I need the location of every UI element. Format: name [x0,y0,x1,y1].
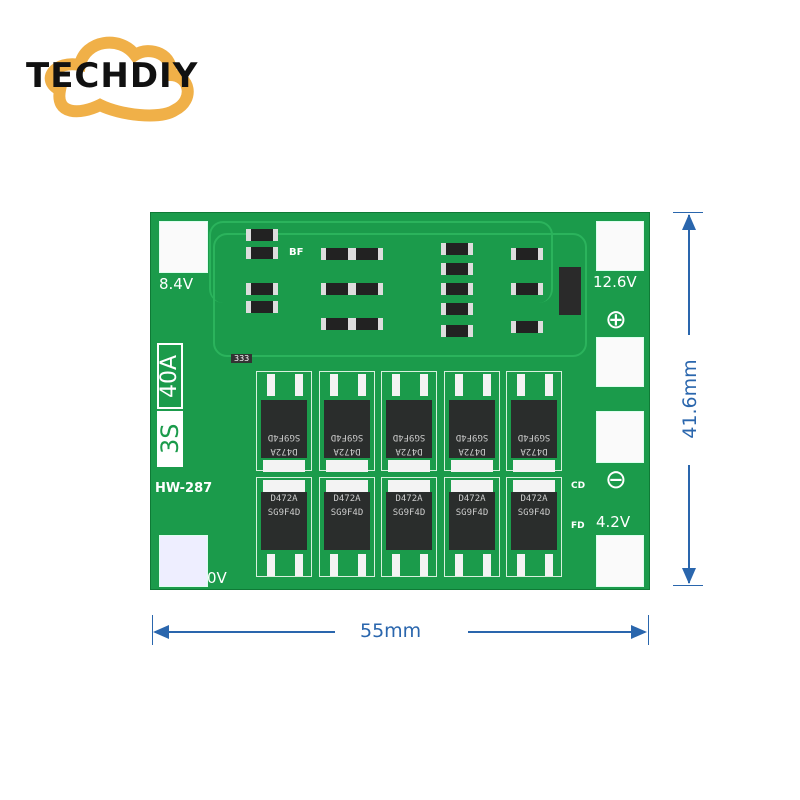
mosfet: D472A SG9F4D [444,371,500,472]
arrow-left-icon [153,625,169,639]
mosfet: D472A SG9F4D [256,477,312,577]
mosfet: D472A SG9F4D [506,477,562,577]
label-cd: CD [571,481,586,491]
mosfet-marking: D472A SG9F4D [324,400,370,458]
pcb-board: 8.4V 40A 3S HW-287 0V BF 333 D472A SG9F4… [150,212,650,590]
rating-cells: 3S [156,411,184,467]
arrow-up-icon [682,214,696,230]
plus-icon: ⊕ [605,305,627,335]
mosfet: D472A SG9F4D [506,371,562,472]
mosfet-marking: D472A SG9F4D [511,492,557,550]
mosfet: D472A SG9F4D [319,477,375,577]
dim-width-right-tick [648,615,649,645]
rating-current: 40A [157,343,183,409]
label-4.2v: 4.2V [596,513,631,531]
arrow-down-icon [682,568,696,584]
mosfet: D472A SG9F4D [444,477,500,577]
diode [559,267,581,315]
dim-height-line-bottom [688,465,690,583]
logo-cloud-icon [44,36,194,122]
dim-width-line-right [468,631,645,633]
mosfet: D472A SG9F4D [381,371,437,472]
label-8.4v: 8.4V [159,275,194,293]
dim-height-line-top [688,215,690,335]
label-12.6v: 12.6V [593,273,637,291]
pad-b3 [596,221,644,271]
arrow-right-icon [631,625,647,639]
pad-p-plus [596,337,644,387]
mosfet: D472A SG9F4D [256,371,312,472]
mosfet-marking: D472A SG9F4D [261,492,307,550]
model-label: HW-287 [155,481,213,496]
trace [213,233,587,357]
brand-logo: TECHDIY [26,56,199,96]
trace [209,221,553,303]
label-bf: BF [289,247,304,258]
mosfet-marking: D472A SG9F4D [324,492,370,550]
label-fd: FD [571,521,585,531]
mosfet-marking: D472A SG9F4D [511,400,557,458]
mosfet: D472A SG9F4D [381,477,437,577]
mosfet-marking: D472A SG9F4D [386,492,432,550]
pad-b-minus [159,535,208,587]
mosfet-marking: D472A SG9F4D [261,400,307,458]
resistor-333: 333 [231,354,253,363]
dim-width-left-tick [152,615,153,645]
dim-width-line-left [155,631,335,633]
label-0v: 0V [207,569,227,587]
dim-height-top-tick [673,212,703,213]
dim-height-bottom-tick [673,585,703,586]
pad-b1 [596,535,644,587]
width-label: 55mm [360,620,422,642]
pad-b-plus [159,221,208,273]
mosfet-marking: D472A SG9F4D [386,400,432,458]
pad-p-minus [596,411,644,463]
minus-icon: ⊖ [605,465,627,495]
mosfet-marking: D472A SG9F4D [449,492,495,550]
height-label: 41.6mm [679,359,701,439]
mosfet-marking: D472A SG9F4D [449,400,495,458]
mosfet: D472A SG9F4D [319,371,375,472]
